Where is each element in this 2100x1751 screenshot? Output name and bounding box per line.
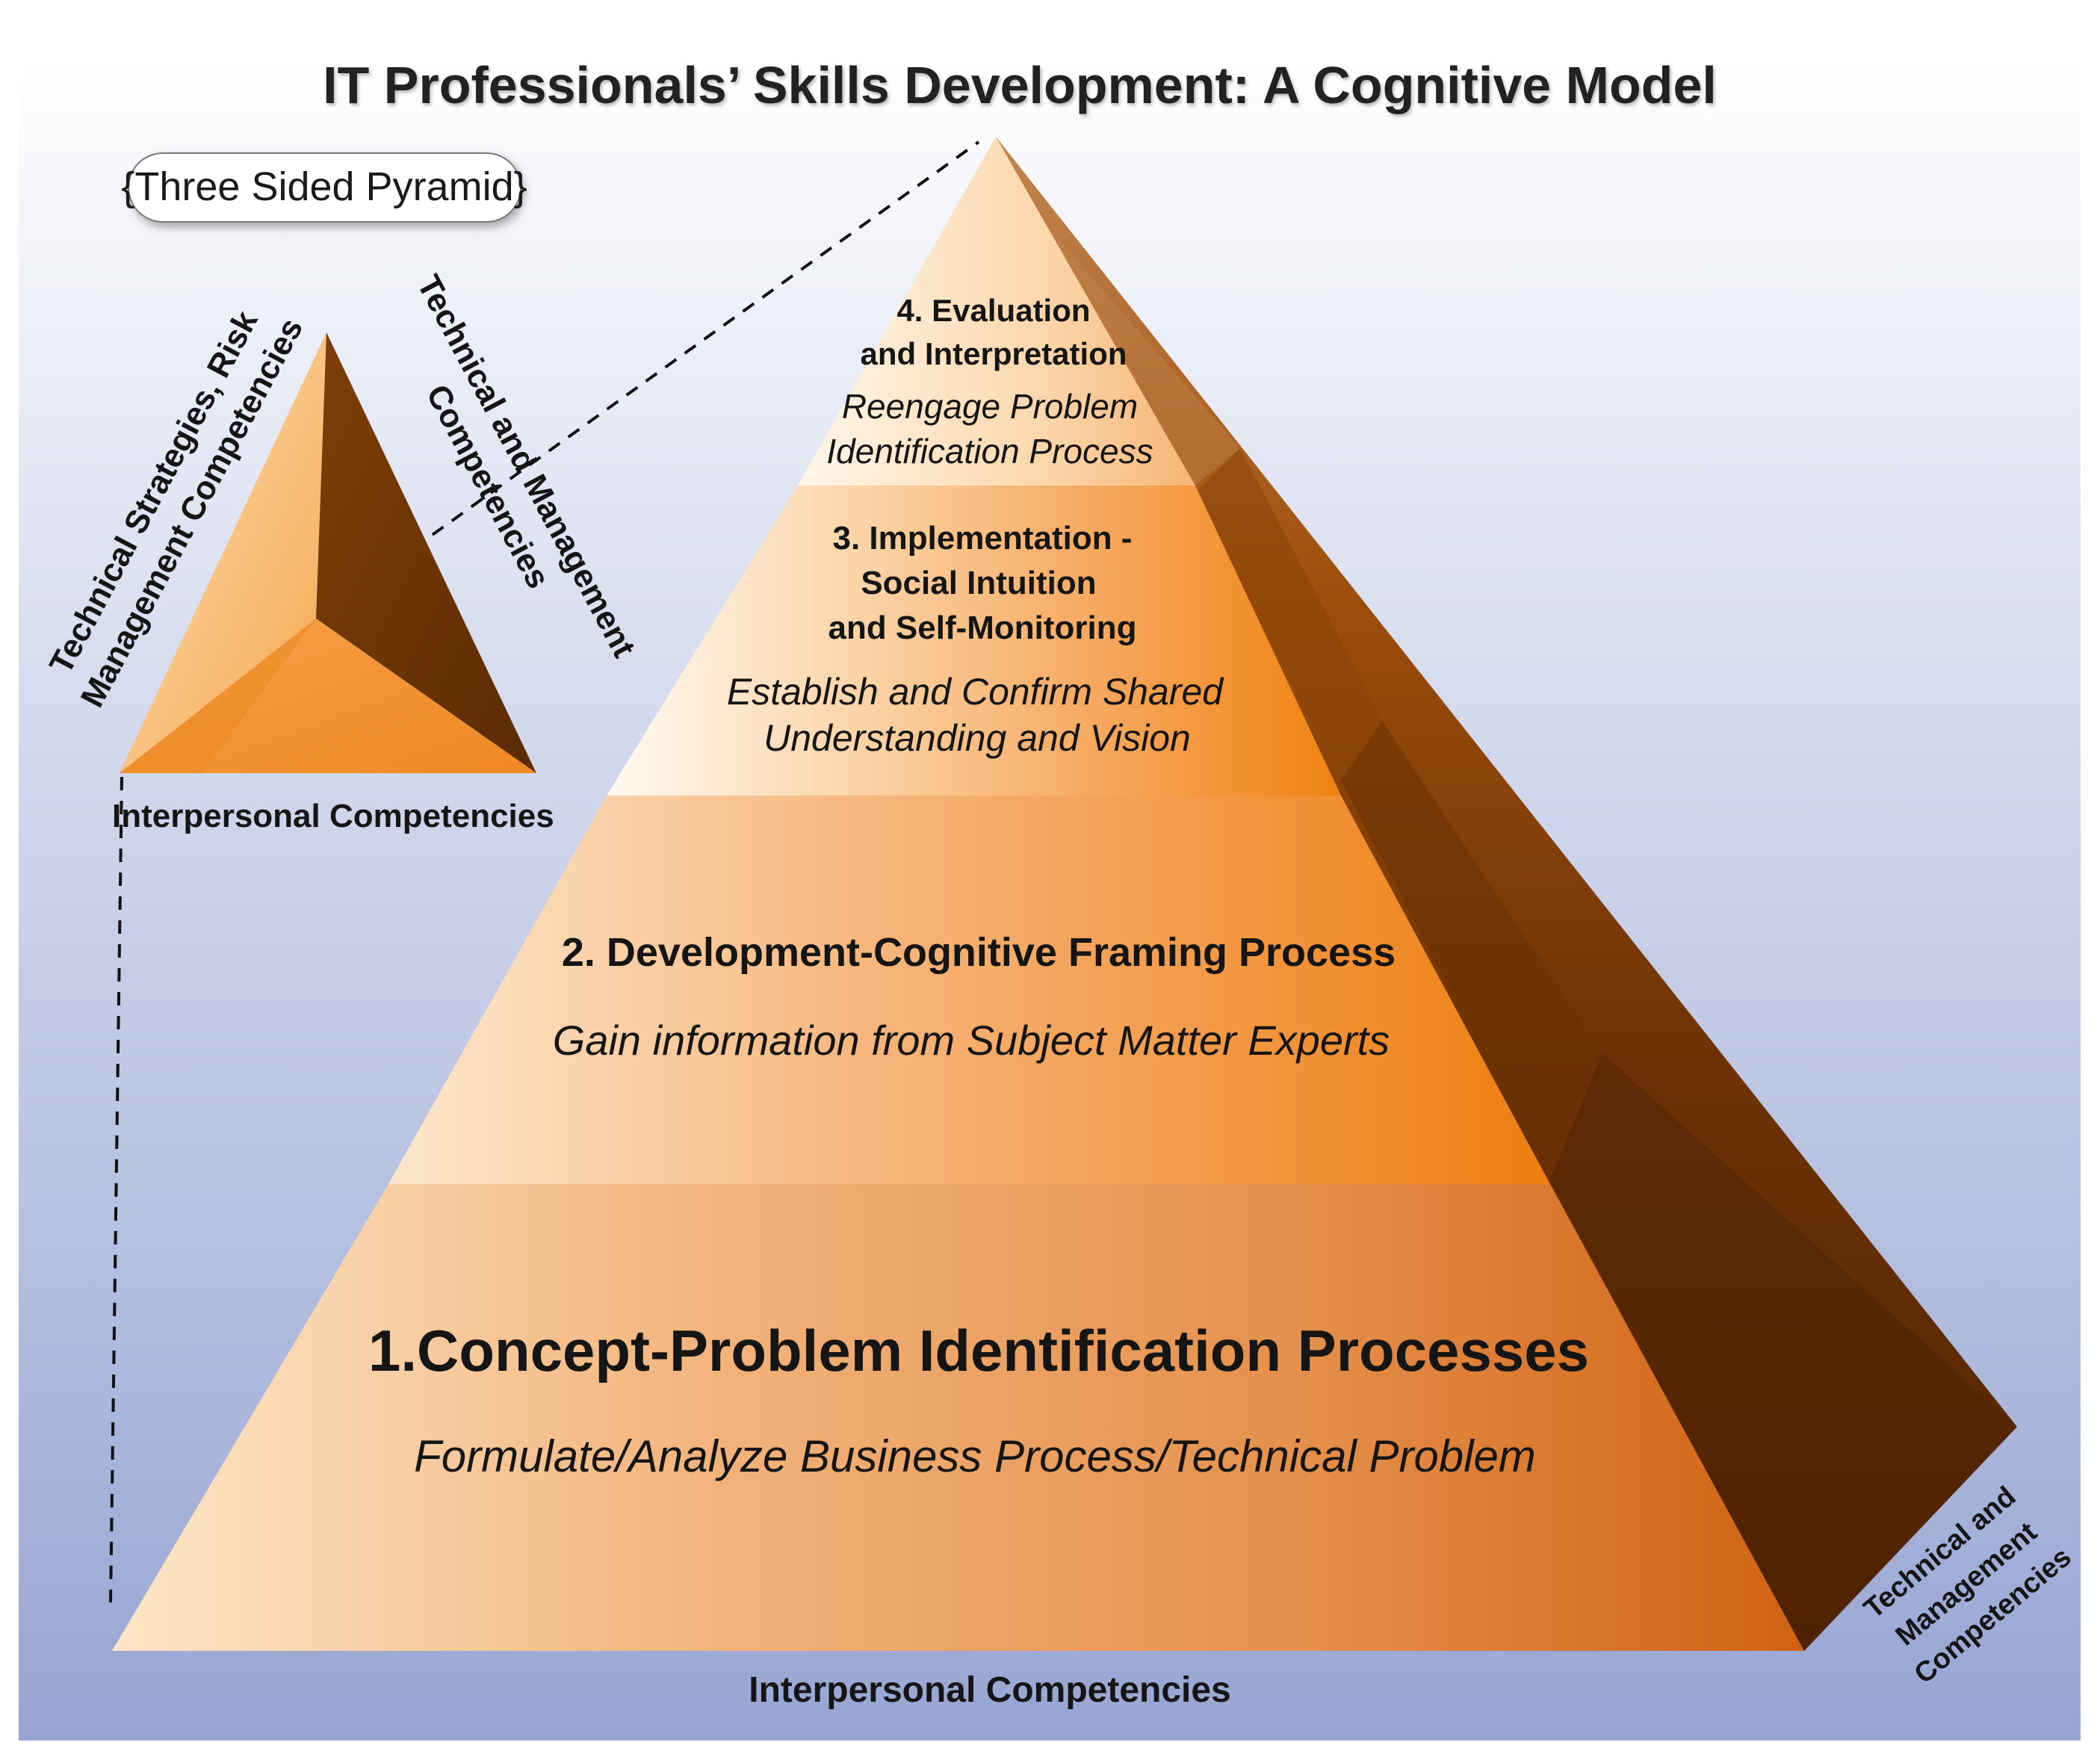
side-band-3 (1195, 448, 1382, 781)
dashed-line-top (315, 140, 980, 620)
level-2-title: 2. Development-Cognitive Framing Process (562, 930, 1396, 975)
small-pyramid (120, 332, 536, 773)
apex-highlight (996, 137, 1240, 486)
level-2-subtitle: Gain information from Subject Matter Exp… (553, 1017, 1390, 1064)
side-band-1 (1550, 1053, 2017, 1651)
small-pyramid-left-face (120, 332, 326, 773)
small-pyramid-right-face (316, 332, 536, 773)
level-4-text: 4. Evaluation and Interpretation Reengag… (826, 293, 1153, 471)
level-4-title-line2: and Interpretation (860, 336, 1127, 371)
small-pyramid-shade (120, 619, 316, 773)
level-4-title-line1: 4. Evaluation (896, 293, 1090, 328)
level-3-title-line3: and Self-Monitoring (828, 610, 1136, 646)
level-2-text: 2. Development-Cognitive Framing Process… (553, 930, 1396, 1064)
level-1-band (112, 1184, 1804, 1651)
big-pyramid (112, 137, 2017, 1651)
side-band-2 (1341, 721, 1602, 1180)
level-1-text: 1.Concept-Problem Identification Process… (368, 1318, 1589, 1481)
level-3-band (607, 486, 1341, 796)
dashed-line-left (109, 776, 123, 1603)
dashed-connectors (109, 140, 980, 1603)
level-3-text: 3. Implementation - Social Intuition and… (727, 520, 1224, 759)
level-1-subtitle: Formulate/Analyze Business Process/Techn… (414, 1431, 1536, 1481)
three-sided-pyramid-badge: {Three Sided Pyramid} (121, 152, 527, 223)
level-3-subtitle-line1: Establish and Confirm Shared (727, 671, 1224, 713)
badge-text: {Three Sided Pyramid} (121, 164, 527, 209)
level-4-subtitle-line2: Identification Process (826, 432, 1153, 471)
level-3-title-line2: Social Intuition (861, 565, 1096, 601)
level-3-subtitle-line2: Understanding and Vision (764, 717, 1191, 759)
diagram-title: IT Professionals’ Skills Development: A … (323, 56, 1717, 114)
level-2-band (388, 796, 1550, 1184)
big-pyramid-base-label: Interpersonal Competencies (749, 1670, 1231, 1710)
level-1-title: 1.Concept-Problem Identification Process… (368, 1318, 1589, 1383)
level-4-band (798, 137, 1195, 486)
level-3-title-line1: 3. Implementation - (833, 520, 1133, 557)
level-4-subtitle-line1: Reengage Problem (842, 387, 1138, 426)
small-pyramid-base-label: Interpersonal Competencies (112, 798, 554, 834)
